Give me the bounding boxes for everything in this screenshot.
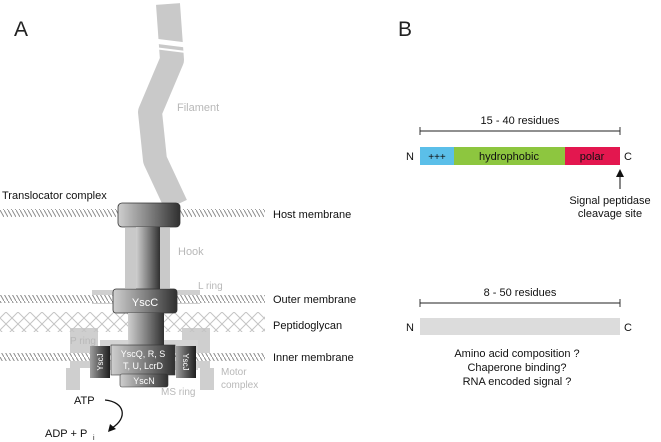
filament-label: Filament bbox=[177, 102, 219, 114]
segment-hydrophobic-label: hydrophobic bbox=[479, 151, 539, 163]
yscq-label-line2: T, U, LcrD bbox=[123, 361, 164, 371]
panel-b-label: B bbox=[398, 18, 412, 41]
segment-polar bbox=[565, 147, 620, 165]
yscj-left-label: YscJ bbox=[96, 353, 105, 370]
cleavage-label-2: cleavage site bbox=[578, 208, 642, 220]
cleavage-arrowhead bbox=[616, 169, 624, 177]
filament-shape bbox=[138, 3, 187, 211]
injectisome-diagram: YscC YscJ YscQ, R, S T, U, LcrD YscJ Ysc… bbox=[0, 3, 356, 442]
top-n-terminus: N bbox=[406, 151, 414, 163]
atp-arrowhead bbox=[108, 424, 116, 432]
panel-a-label: A bbox=[14, 18, 28, 41]
adp-label: ADP + P bbox=[45, 428, 87, 440]
segment-polar-label: polar bbox=[580, 151, 605, 163]
motor-complex-label-1: Motor bbox=[221, 367, 247, 378]
needle-shaft bbox=[136, 227, 160, 289]
translocator-complex-label: Translocator complex bbox=[2, 190, 107, 202]
motor-right bbox=[200, 368, 214, 390]
yscc-lower bbox=[128, 313, 164, 345]
yscn-shape bbox=[119, 373, 169, 388]
pi-subscript: i bbox=[93, 435, 95, 442]
yscn-label: YscN bbox=[133, 376, 155, 386]
l-ring-label: L ring bbox=[198, 281, 223, 292]
yscj-right-shape bbox=[176, 346, 196, 378]
segment-positive bbox=[420, 147, 454, 165]
ms-ring-label: MS ring bbox=[161, 387, 195, 398]
question-composition: Amino acid composition ? bbox=[454, 348, 579, 360]
filament-break-2 bbox=[145, 46, 195, 54]
signal-peptide-diagram: 15 - 40 residues N +++ hydrophobic polar… bbox=[406, 115, 651, 388]
yscq-label-line1: YscQ, R, S bbox=[121, 349, 166, 359]
peptidoglycan-label: Peptidoglycan bbox=[273, 320, 342, 332]
yscj-left-shape bbox=[90, 346, 110, 378]
filament-break bbox=[145, 37, 195, 49]
atp-label: ATP bbox=[74, 395, 95, 407]
segment-hydrophobic bbox=[454, 147, 565, 165]
host-membrane-label: Host membrane bbox=[273, 209, 351, 221]
unknown-signal-bar bbox=[420, 318, 620, 335]
p-ring-label: P ring bbox=[70, 336, 96, 347]
top-range-label: 15 - 40 residues bbox=[481, 115, 560, 127]
top-c-terminus: C bbox=[624, 151, 632, 163]
outer-membrane-label: Outer membrane bbox=[273, 294, 356, 306]
bottom-range-label: 8 - 50 residues bbox=[484, 287, 557, 299]
question-chaperone: Chaperone binding? bbox=[467, 362, 566, 374]
yscj-right-label: YscJ bbox=[181, 353, 190, 370]
inner-membrane-label: Inner membrane bbox=[273, 352, 354, 364]
segment-positive-label: +++ bbox=[428, 152, 446, 163]
bottom-c-terminus: C bbox=[624, 322, 632, 334]
cleavage-label-1: Signal peptidase bbox=[569, 195, 650, 207]
translocator-complex-shape bbox=[117, 202, 181, 228]
motor-left bbox=[66, 368, 80, 390]
question-rna-signal: RNA encoded signal ? bbox=[463, 376, 572, 388]
yscc-label: YscC bbox=[132, 297, 158, 309]
motor-complex-label-2: complex bbox=[221, 380, 258, 391]
hook-label: Hook bbox=[178, 246, 204, 258]
atp-arrow bbox=[104, 399, 123, 429]
bottom-n-terminus: N bbox=[406, 322, 414, 334]
